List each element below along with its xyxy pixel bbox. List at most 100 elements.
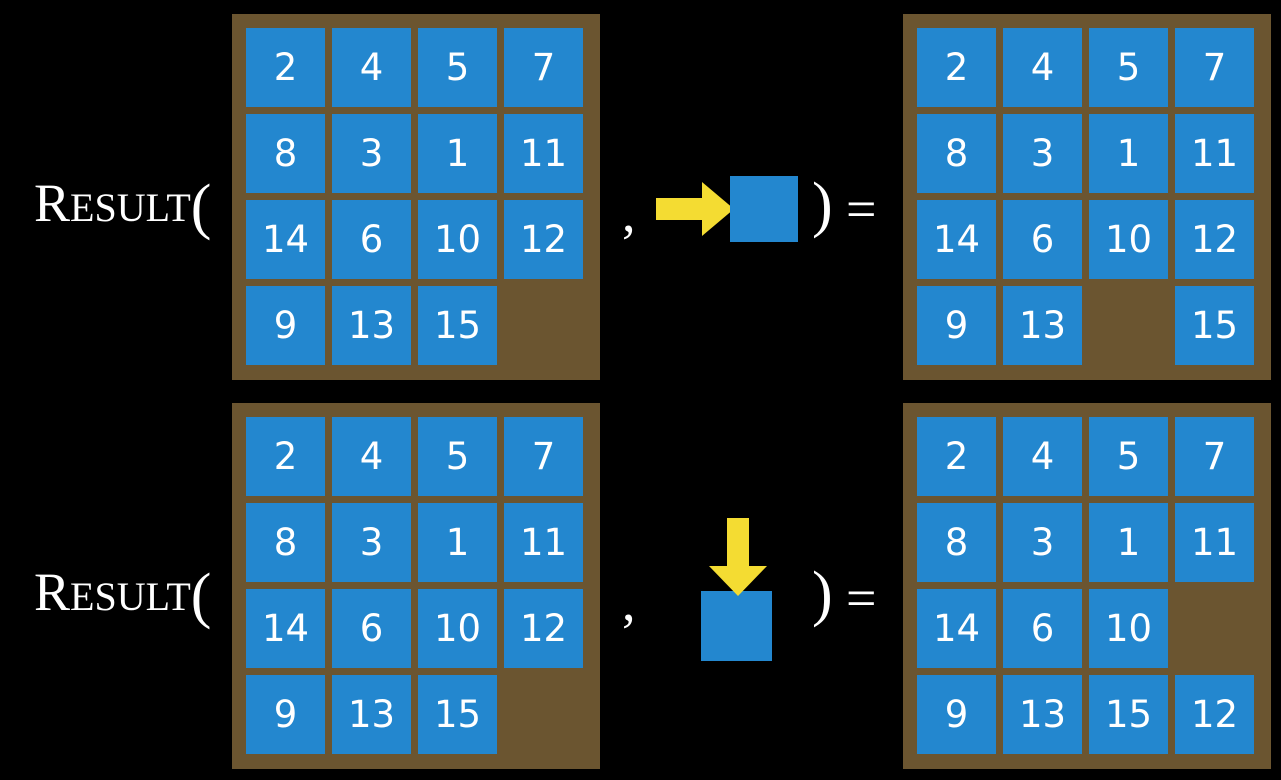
- tile[interactable]: 5: [1089, 417, 1168, 496]
- open-paren-row1: (: [190, 173, 212, 241]
- tile[interactable]: 1: [1089, 114, 1168, 193]
- tile[interactable]: 1: [418, 503, 497, 582]
- tile[interactable]: 12: [504, 200, 583, 279]
- tile[interactable]: 15: [1175, 286, 1254, 365]
- board-row: 9 13 15 12: [917, 675, 1257, 754]
- board-row: 2 4 5 7: [917, 417, 1257, 496]
- tile[interactable]: 2: [917, 417, 996, 496]
- arrow-down-icon: [702, 516, 774, 598]
- blank-slot[interactable]: [504, 286, 583, 365]
- tile[interactable]: 8: [246, 503, 325, 582]
- tile[interactable]: 11: [1175, 114, 1254, 193]
- tile[interactable]: 9: [246, 675, 325, 754]
- tile[interactable]: 15: [418, 286, 497, 365]
- tile[interactable]: 11: [504, 503, 583, 582]
- tile[interactable]: 10: [418, 200, 497, 279]
- equals-row1: =: [846, 179, 877, 239]
- close-paren-row2: ): [812, 560, 833, 628]
- result-label-rest: ESULT: [70, 574, 191, 619]
- output-board-row1[interactable]: 2 4 5 7 8 3 1 11 14 6 10 12 9 13 15: [903, 14, 1271, 380]
- tile[interactable]: 3: [332, 503, 411, 582]
- result-label-rest: ESULT: [70, 185, 191, 230]
- close-paren-row1: ): [812, 171, 833, 239]
- blank-slot[interactable]: [504, 675, 583, 754]
- tile[interactable]: 10: [1089, 589, 1168, 668]
- tile[interactable]: 7: [1175, 417, 1254, 496]
- result-label-first-letter: R: [34, 562, 71, 622]
- tile[interactable]: 14: [246, 589, 325, 668]
- tile[interactable]: 4: [1003, 28, 1082, 107]
- action-tile-row2[interactable]: [701, 591, 772, 661]
- comma-row1: ,: [622, 183, 636, 243]
- tile[interactable]: 14: [917, 589, 996, 668]
- tile[interactable]: 1: [418, 114, 497, 193]
- tile[interactable]: 6: [332, 200, 411, 279]
- action-tile-row1[interactable]: [730, 176, 798, 242]
- board-row: 14 6 10 12: [246, 589, 586, 668]
- tile[interactable]: 2: [246, 28, 325, 107]
- board-row: 9 13 15: [917, 286, 1257, 365]
- board-row: 8 3 1 11: [246, 114, 586, 193]
- tile[interactable]: 3: [1003, 503, 1082, 582]
- result-label-row2: RESULT(: [34, 565, 211, 627]
- tile[interactable]: 13: [1003, 675, 1082, 754]
- board-row: 2 4 5 7: [246, 28, 586, 107]
- tile[interactable]: 14: [917, 200, 996, 279]
- blank-slot[interactable]: [1175, 589, 1254, 668]
- tile[interactable]: 4: [332, 28, 411, 107]
- tile[interactable]: 13: [332, 286, 411, 365]
- board-row: 8 3 1 11: [917, 114, 1257, 193]
- tile[interactable]: 15: [418, 675, 497, 754]
- tile[interactable]: 3: [1003, 114, 1082, 193]
- tile[interactable]: 6: [332, 589, 411, 668]
- tile[interactable]: 9: [246, 286, 325, 365]
- tile[interactable]: 6: [1003, 589, 1082, 668]
- board-row: 9 13 15: [246, 675, 586, 754]
- tile[interactable]: 8: [917, 114, 996, 193]
- tile[interactable]: 6: [1003, 200, 1082, 279]
- tile[interactable]: 12: [504, 589, 583, 668]
- tile[interactable]: 2: [917, 28, 996, 107]
- tile[interactable]: 5: [418, 417, 497, 496]
- input-board-row1[interactable]: 2 4 5 7 8 3 1 11 14 6 10 12 9 13 15: [232, 14, 600, 380]
- board-row: 9 13 15: [246, 286, 586, 365]
- tile[interactable]: 13: [332, 675, 411, 754]
- result-label-row1: RESULT(: [34, 176, 211, 238]
- blank-slot[interactable]: [1089, 286, 1168, 365]
- open-paren-row2: (: [190, 562, 212, 630]
- tile[interactable]: 5: [418, 28, 497, 107]
- board-row: 2 4 5 7: [246, 417, 586, 496]
- tile[interactable]: 13: [1003, 286, 1082, 365]
- board-row: 14 6 10 12: [246, 200, 586, 279]
- tile[interactable]: 3: [332, 114, 411, 193]
- arrow-right-icon: [654, 176, 736, 242]
- board-row: 2 4 5 7: [917, 28, 1257, 107]
- equals-row2: =: [846, 568, 877, 628]
- tile[interactable]: 9: [917, 675, 996, 754]
- tile[interactable]: 4: [1003, 417, 1082, 496]
- tile[interactable]: 11: [504, 114, 583, 193]
- tile[interactable]: 9: [917, 286, 996, 365]
- tile[interactable]: 1: [1089, 503, 1168, 582]
- input-board-row2[interactable]: 2 4 5 7 8 3 1 11 14 6 10 12 9 13 15: [232, 403, 600, 769]
- tile[interactable]: 5: [1089, 28, 1168, 107]
- board-row: 14 6 10: [917, 589, 1257, 668]
- tile[interactable]: 14: [246, 200, 325, 279]
- tile[interactable]: 4: [332, 417, 411, 496]
- tile[interactable]: 12: [1175, 200, 1254, 279]
- tile[interactable]: 10: [418, 589, 497, 668]
- board-row: 8 3 1 11: [246, 503, 586, 582]
- tile[interactable]: 15: [1089, 675, 1168, 754]
- tile[interactable]: 2: [246, 417, 325, 496]
- output-board-row2[interactable]: 2 4 5 7 8 3 1 11 14 6 10 9 13 15 12: [903, 403, 1271, 769]
- tile[interactable]: 10: [1089, 200, 1168, 279]
- tile[interactable]: 8: [246, 114, 325, 193]
- tile[interactable]: 12: [1175, 675, 1254, 754]
- tile[interactable]: 7: [504, 28, 583, 107]
- tile[interactable]: 7: [1175, 28, 1254, 107]
- tile[interactable]: 8: [917, 503, 996, 582]
- tile[interactable]: 7: [504, 417, 583, 496]
- comma-row2: ,: [622, 572, 636, 632]
- tile[interactable]: 11: [1175, 503, 1254, 582]
